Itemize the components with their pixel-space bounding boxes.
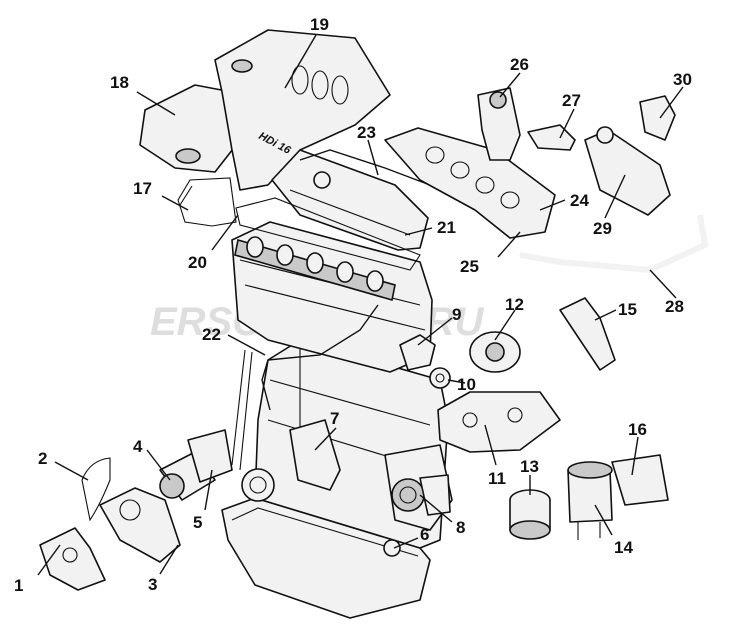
callout-16: 16 bbox=[628, 420, 647, 439]
camshaft bbox=[234, 236, 396, 302]
callout-29: 29 bbox=[593, 219, 612, 238]
callout-20: 20 bbox=[188, 253, 207, 272]
callout-23: 23 bbox=[357, 123, 376, 142]
callout-10: 10 bbox=[457, 375, 476, 394]
callout-8: 8 bbox=[456, 518, 465, 537]
callout-15: 15 bbox=[618, 300, 637, 319]
callout-7: 7 bbox=[330, 409, 339, 428]
callout-3: 3 bbox=[148, 575, 157, 594]
callout-24: 24 bbox=[570, 191, 589, 210]
callout-1: 1 bbox=[14, 576, 23, 595]
callout-12: 12 bbox=[505, 295, 524, 314]
callout-30: 30 bbox=[673, 70, 692, 89]
callout-4: 4 bbox=[133, 437, 143, 456]
callout-labels: 1 2 3 4 5 6 7 8 9 10 11 12 13 14 15 16 1… bbox=[14, 15, 692, 595]
callout-2: 2 bbox=[38, 449, 47, 468]
callout-17: 17 bbox=[133, 179, 152, 198]
callout-26: 26 bbox=[510, 55, 529, 74]
callout-19: 19 bbox=[310, 15, 329, 34]
leader-lines bbox=[37, 34, 684, 576]
callout-22: 22 bbox=[202, 325, 221, 344]
engine-covers: HDi 16 bbox=[139, 29, 429, 271]
callout-27: 27 bbox=[562, 91, 581, 110]
manifold-and-egr bbox=[299, 87, 709, 274]
callout-25: 25 bbox=[460, 257, 479, 276]
callout-11: 11 bbox=[488, 469, 506, 488]
callout-28: 28 bbox=[665, 297, 684, 316]
callout-6: 6 bbox=[420, 525, 429, 544]
callout-21: 21 bbox=[437, 218, 456, 237]
callout-13: 13 bbox=[520, 457, 539, 476]
callout-18: 18 bbox=[110, 73, 129, 92]
callout-14: 14 bbox=[614, 538, 633, 557]
callout-5: 5 bbox=[193, 513, 202, 532]
callout-9: 9 bbox=[452, 305, 461, 324]
